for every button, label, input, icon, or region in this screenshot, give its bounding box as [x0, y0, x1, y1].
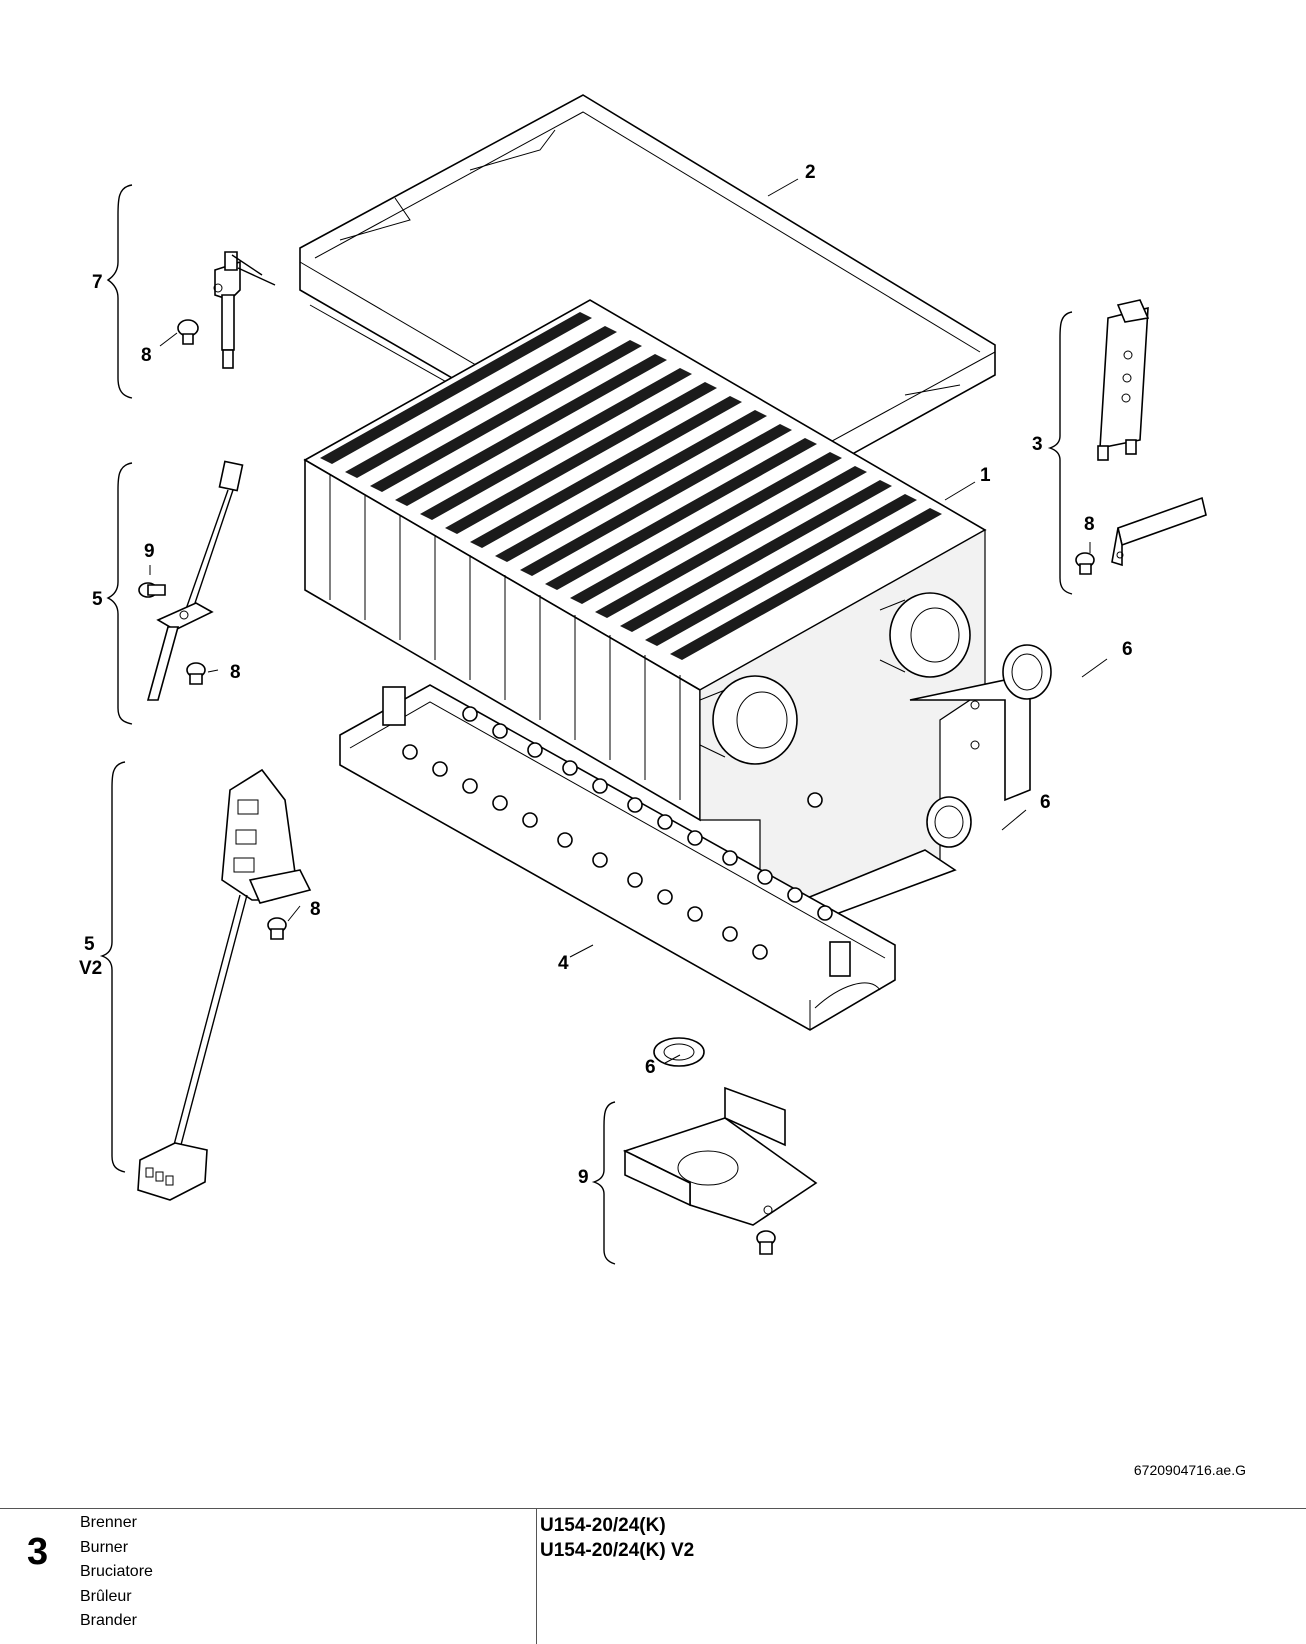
drawing-code: 6720904716.ae.G	[1133, 1462, 1246, 1478]
callout-9-bottom: 9	[578, 1167, 589, 1188]
callout-1: 1	[980, 465, 991, 486]
callout-6-lower: 6	[645, 1057, 656, 1078]
seal-ring-lower	[653, 1037, 705, 1067]
group-brace-3	[1047, 311, 1073, 595]
bracket-plate	[1111, 496, 1207, 567]
screw-part-8-lower-left	[267, 917, 287, 940]
leader-lines	[149, 178, 1108, 1064]
model-list: U154-20/24(K) U154-20/24(K) V2	[540, 1513, 694, 1563]
callout-8-top-left: 8	[141, 345, 152, 366]
model-1: U154-20/24(K)	[540, 1515, 666, 1536]
callout-6-middle: 6	[1040, 792, 1051, 813]
model-2: U154-20/24(K) V2	[540, 1540, 695, 1561]
callout-8-lower-left: 8	[310, 899, 321, 920]
group-brace-5	[106, 462, 133, 725]
screw-part-8-left	[186, 662, 206, 685]
title-nl: Brander	[80, 1612, 137, 1629]
title-it: Bruciatore	[80, 1563, 153, 1580]
screw-part-8-top-left	[177, 319, 199, 345]
connection-fitting-upper	[879, 592, 971, 678]
title-en: Burner	[80, 1538, 129, 1556]
callout-5-v2-variant: V2	[79, 958, 102, 979]
callout-9-left: 9	[144, 541, 155, 562]
screw-part-8-right	[1075, 552, 1095, 575]
exploded-parts-diagram: 2 1 3 8 6 6 4 6 9 7 8 9 5 8 8 5 V2	[79, 94, 1207, 1265]
callout-3: 3	[1032, 434, 1043, 455]
seal-ring-upper	[1002, 644, 1052, 700]
sensor-part-5	[146, 460, 244, 701]
seal-ring-middle	[926, 796, 972, 848]
group-brace-9	[591, 1101, 616, 1265]
group-brace-7	[106, 184, 133, 399]
callout-4: 4	[558, 953, 569, 974]
parts-footer: 3 Brenner Burner Bruciatore Brûleur Bran…	[0, 1508, 1306, 1644]
sensor-part-5-v2	[137, 768, 312, 1201]
callout-6-upper: 6	[1122, 639, 1133, 660]
screw-part-9-left	[138, 582, 166, 598]
footer-divider	[536, 1509, 537, 1644]
callout-8-right: 8	[1084, 514, 1095, 535]
connection-fitting-lower	[699, 675, 798, 765]
title-fr: Brûleur	[80, 1587, 132, 1605]
burner-body-part-1	[303, 299, 1031, 921]
manifold-nozzles	[402, 706, 833, 960]
gas-manifold-part-4	[339, 684, 896, 1031]
title-de: Brenner	[80, 1514, 137, 1531]
callout-2: 2	[805, 162, 816, 183]
deflector-part-9	[622, 1086, 818, 1226]
section-number: 3	[27, 1531, 49, 1573]
section-titles: Brenner Burner Bruciatore Brûleur Brande…	[80, 1511, 153, 1634]
bracket-part-3	[1097, 299, 1150, 461]
group-brace-5-v2	[99, 761, 126, 1173]
callout-8-left: 8	[230, 662, 241, 683]
burner-grille	[320, 312, 942, 660]
electrode-part-7	[213, 251, 276, 369]
screw-part-9-bottom	[756, 1230, 776, 1255]
callout-5-v2-number: 5	[84, 934, 95, 955]
callout-5: 5	[92, 589, 103, 610]
callout-7: 7	[92, 272, 103, 293]
